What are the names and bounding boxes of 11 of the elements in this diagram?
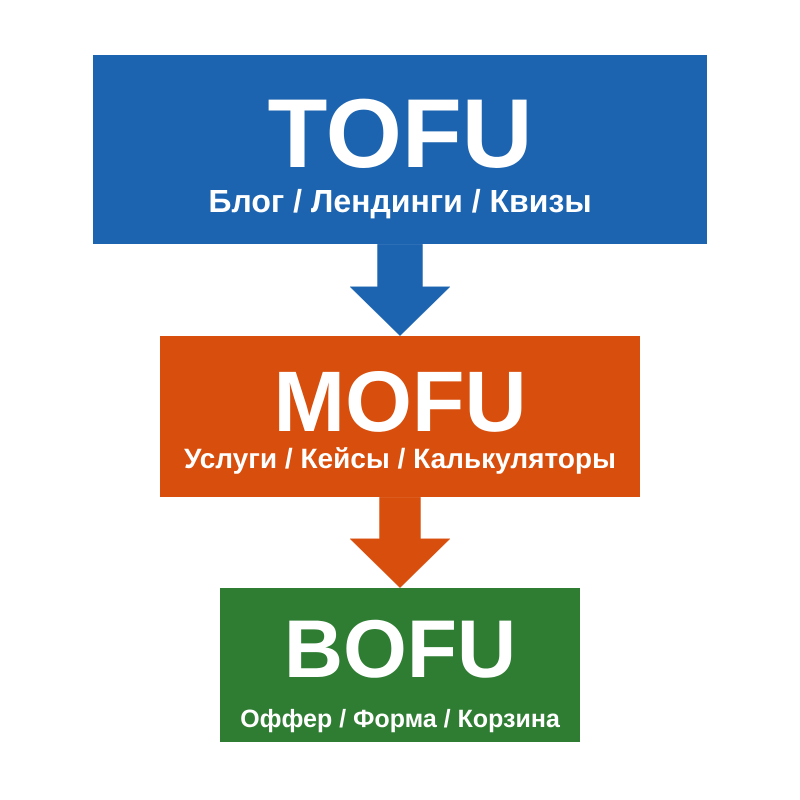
heading: TOFU: [268, 98, 527, 168]
subheading: Услуги / Кейсы / Калькуляторы: [184, 447, 614, 474]
subheading: Блог / Лендинги / Квизы: [210, 188, 590, 218]
subheading: Оффер / Форма / Корзина: [241, 708, 560, 732]
heading: MOFU: [279, 370, 522, 432]
stage-box: [220, 588, 580, 742]
stage-box: [93, 55, 707, 244]
stage-box: [160, 336, 640, 497]
heading: BOFU: [289, 620, 512, 678]
arrow: [350, 497, 450, 588]
arrow: [350, 244, 450, 336]
